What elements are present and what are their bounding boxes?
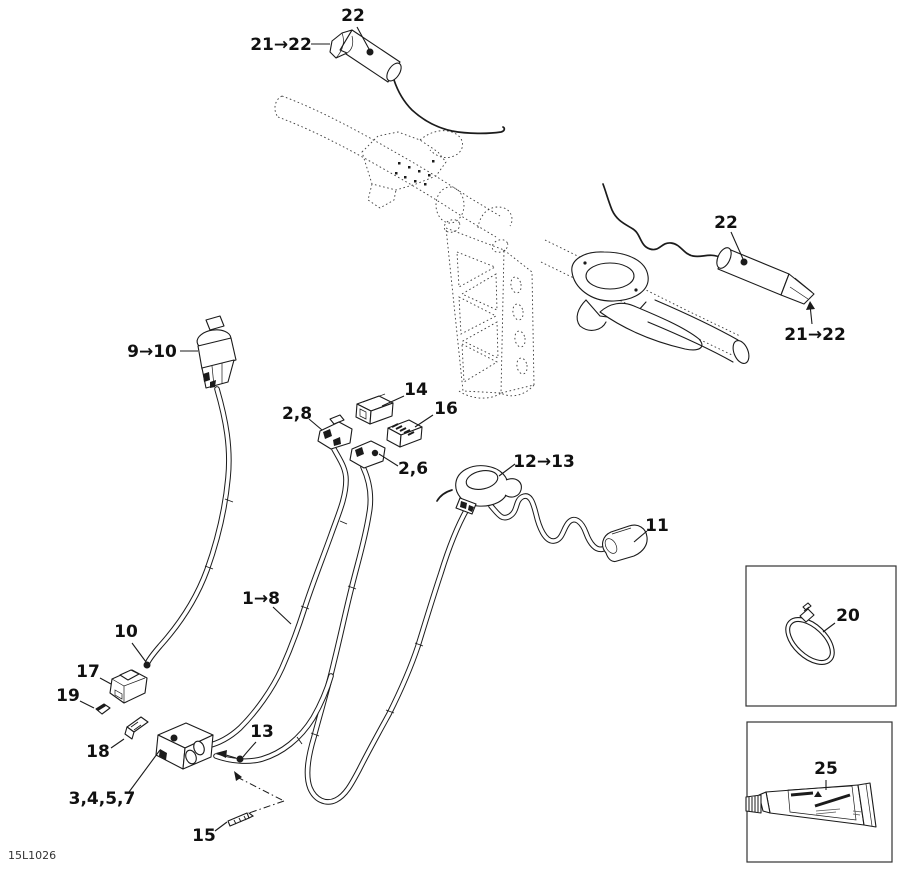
- callout-15: 15: [192, 826, 216, 846]
- callout-22-top: 22: [341, 6, 365, 26]
- callout-21-22-right: 21→22: [784, 325, 846, 345]
- cable-a: [145, 386, 234, 665]
- callout-13: 13: [250, 722, 274, 742]
- figure-code: 15L1026: [8, 849, 56, 862]
- connector-17: [109, 669, 148, 704]
- handlebar-right-end: [647, 299, 750, 364]
- leader-dot-module: [170, 734, 178, 742]
- grip-heater-right: [716, 247, 815, 305]
- module-3-4-5-7: [155, 722, 214, 770]
- callout-9-10: 9→10: [127, 342, 177, 362]
- callout-3-4-5-7: 3,4,5,7: [69, 789, 136, 809]
- callout-1-8: 1→8: [242, 589, 280, 609]
- connector-14: [355, 393, 394, 425]
- callout-16: 16: [434, 399, 458, 419]
- callout-leaders: [79, 26, 836, 832]
- callout-2-8: 2,8: [282, 404, 312, 424]
- callout-19: 19: [56, 686, 80, 706]
- pin-15: [227, 812, 255, 827]
- grip-heater-left: [329, 29, 402, 83]
- connector-11: [602, 524, 648, 563]
- riser-lattice: [443, 219, 535, 399]
- clip-19: [95, 703, 111, 715]
- callouts: 22 21→22 22 21→22 9→10 14 2,8 16 2,6 12→…: [56, 6, 860, 846]
- callout-18: 18: [86, 742, 110, 762]
- callout-21-22-left: 21→22: [250, 35, 312, 55]
- callout-11: 11: [645, 516, 669, 536]
- cable-u-loop: [304, 464, 470, 805]
- callout-22-right: 22: [714, 213, 738, 233]
- control-buttons-hatch: [395, 160, 435, 186]
- switch-12-13: [436, 465, 522, 515]
- leader-dot-10: [143, 661, 151, 669]
- connector-16: [386, 419, 423, 448]
- callout-10: 10: [114, 622, 138, 642]
- callout-17: 17: [76, 662, 100, 682]
- connector-2-8: [317, 414, 353, 450]
- grip-heater-cord-right: [602, 183, 723, 259]
- clamp-20: [785, 602, 835, 665]
- callout-2-6: 2,6: [398, 459, 428, 479]
- handlebar-dotted: [274, 95, 741, 356]
- callout-20: 20: [836, 606, 860, 626]
- cable-b: [204, 446, 349, 749]
- inset-box-clamp: [745, 565, 897, 707]
- cable-11-wavy: [488, 493, 606, 553]
- leader-dot-13: [236, 755, 244, 763]
- bracket-18: [124, 716, 149, 740]
- callout-14: 14: [404, 380, 428, 400]
- grip-heater-cord-left: [393, 79, 506, 135]
- callout-25: 25: [814, 759, 838, 779]
- inset-box-grease: [745, 721, 893, 863]
- leader-dot-heater-right: [740, 258, 748, 266]
- left-control-dotted: [361, 130, 513, 229]
- brake-lever: [599, 302, 703, 351]
- connector-2-6: [349, 440, 386, 469]
- leader-dot-heater-left: [366, 48, 374, 56]
- switch-9-10: [196, 315, 237, 389]
- leader-dot-2-6: [371, 449, 379, 457]
- callout-12-13: 12→13: [513, 452, 575, 472]
- grease-tube-25: [745, 782, 877, 828]
